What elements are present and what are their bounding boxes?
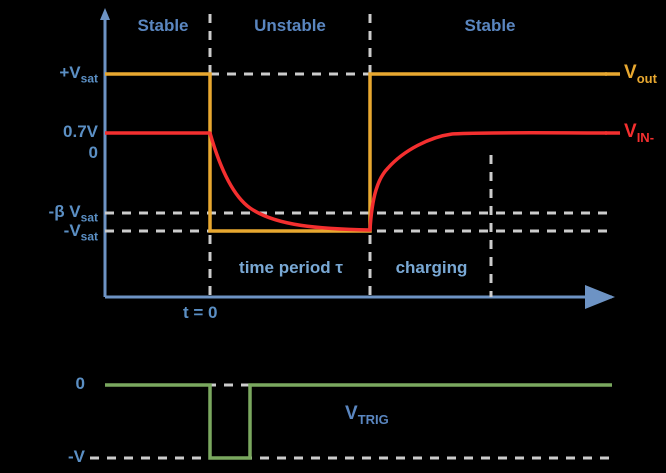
y-label-minus-vsat-sub: sat (80, 229, 98, 244)
series-label-vout-text: V (624, 62, 637, 83)
y-label-minus-vsat-text: -V (63, 221, 81, 240)
series-label-vout-sub: out (636, 70, 657, 86)
trig-y-label-minusv: -V (68, 447, 85, 466)
y-label-beta-vsat-sub: sat (80, 210, 98, 225)
inner-label-charging: charging (395, 258, 468, 277)
series-label-vout: Vout (624, 62, 657, 86)
vout-waveform (105, 72, 607, 233)
vtrig-waveform (105, 383, 612, 460)
y-label-minus-vsat: -Vsat (0, 221, 98, 243)
signal-label-vtrig-sub: TRIG (357, 411, 389, 427)
top-y-axis-arrow (100, 8, 110, 20)
y-label-0p7v: 0.7V (63, 122, 98, 141)
region-label-stable-2: Stable (464, 16, 516, 35)
trig-y-label-zero: 0 (75, 374, 85, 393)
region-label-unstable: Unstable (254, 16, 326, 35)
vin-waveform (105, 131, 608, 232)
signal-label-vtrig-text: V (345, 403, 358, 424)
y-label-beta-vsat-text: -β V (48, 202, 81, 221)
series-label-vin-text: V (624, 121, 637, 142)
signal-label-vtrig: VTRIG (345, 403, 389, 427)
inner-label-time-period: time period τ (239, 258, 343, 277)
y-label-plus-vsat: +Vsat (0, 63, 98, 85)
y-label-beta-vsat: -β Vsat (0, 202, 98, 224)
x-axis-label-t0: t = 0 (183, 303, 218, 322)
region-label-stable-1: Stable (137, 16, 189, 35)
y-label-plus-vsat-sub: sat (80, 71, 98, 86)
y-label-zero: 0 (88, 143, 98, 162)
y-label-plus-vsat-text: +V (59, 63, 81, 82)
series-label-vin: VIN- (624, 121, 654, 145)
series-label-vin-sub: IN- (636, 129, 655, 145)
